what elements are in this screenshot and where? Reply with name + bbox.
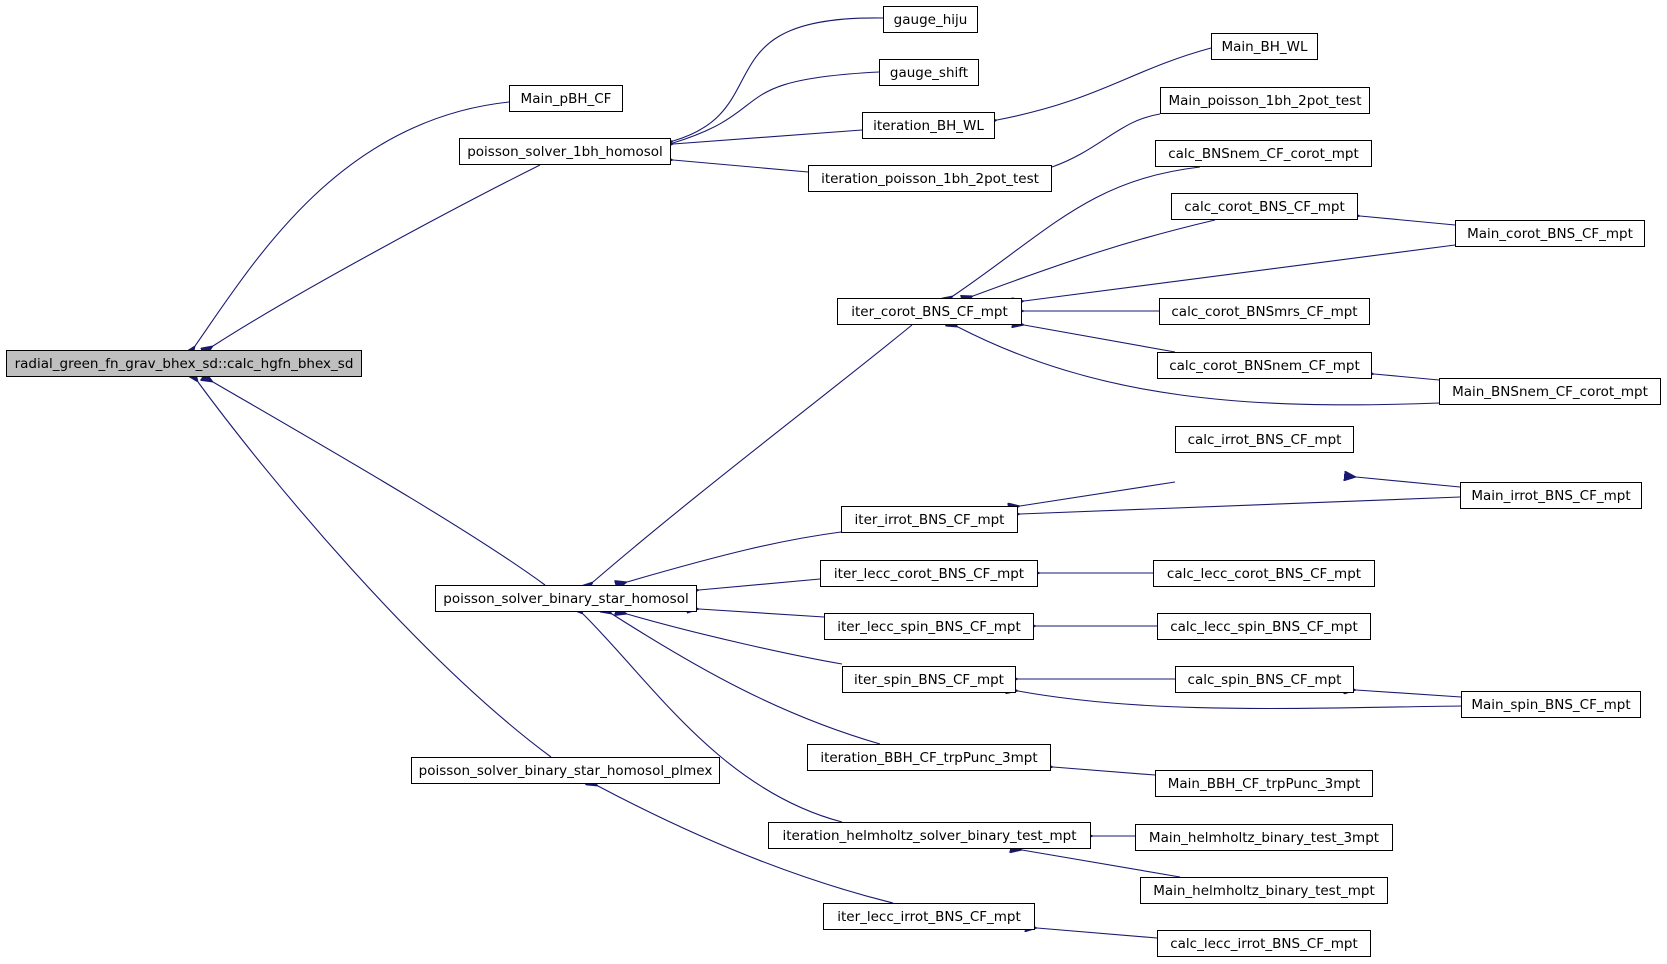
edge-main_spin-to-iter_spin — [1018, 691, 1462, 710]
node-main-bbh[interactable]: Main_BBH_CF_trpPunc_3mpt — [1155, 770, 1373, 797]
node-main-spin[interactable]: Main_spin_BNS_CF_mpt — [1461, 691, 1641, 718]
node-main-irrot[interactable]: Main_irrot_BNS_CF_mpt — [1460, 482, 1642, 509]
edge-poisson_1bh-to-root — [213, 164, 541, 346]
edge-main_spin-to-calc_spin — [1356, 690, 1462, 698]
node-iter-corot[interactable]: iter_corot_BNS_CF_mpt — [837, 298, 1022, 325]
node-root: radial_green_fn_grav_bhex_sd::calc_hgfn_… — [6, 350, 362, 377]
node-poisson-binary-plmex[interactable]: poisson_solver_binary_star_homosol_plmex — [411, 757, 720, 784]
node-iteration-helmholtz[interactable]: iteration_helmholtz_solver_binary_test_m… — [768, 822, 1091, 849]
edge-iter_spin-to-poisson_binary — [627, 614, 843, 665]
node-calc-irrot[interactable]: calc_irrot_BNS_CF_mpt — [1175, 426, 1354, 453]
edge-poisson_binary-to-root — [213, 382, 546, 586]
edge-main_corot-to-iter_corot — [1024, 244, 1456, 301]
edge-iter_lecc_irrot-to-poisson_binary_plmex — [598, 786, 894, 904]
node-main-bh-wl[interactable]: Main_BH_WL — [1211, 33, 1318, 60]
edge-iter_lecc_corot-to-poisson_binary — [699, 578, 821, 590]
edge-layer — [195, 17, 1462, 939]
edge-main_bnsnem-to-calc_corot_bnsnem — [1374, 374, 1440, 381]
node-poisson-1bh[interactable]: poisson_solver_1bh_homosol — [459, 138, 671, 165]
node-gauge-hiju[interactable]: gauge_hiju — [883, 6, 978, 33]
node-calc-corot-bnsnem[interactable]: calc_corot_BNSnem_CF_mpt — [1157, 352, 1372, 379]
edge-calc_irrot-to-iter_irrot — [1020, 481, 1176, 506]
node-main-helm-3mpt[interactable]: Main_helmholtz_binary_test_3mpt — [1135, 824, 1393, 851]
node-iter-spin[interactable]: iter_spin_BNS_CF_mpt — [842, 666, 1016, 693]
node-poisson-binary[interactable]: poisson_solver_binary_star_homosol — [435, 585, 697, 612]
node-iteration-poisson-1bh[interactable]: iteration_poisson_1bh_2pot_test — [808, 165, 1052, 192]
node-iter-lecc-spin[interactable]: iter_lecc_spin_BNS_CF_mpt — [824, 613, 1034, 640]
edge-main_corot-to-calc_corot — [1360, 216, 1456, 226]
edge-iter_lecc_spin-to-poisson_binary — [699, 609, 825, 618]
edge-gauge_hiju-to-poisson_1bh — [673, 17, 884, 141]
edge-iter_corot-to-poisson_binary — [593, 324, 913, 582]
edge-iteration_bbh-to-poisson_binary — [612, 614, 881, 745]
edge-calc_corot_bnsnem-to-iter_corot — [1024, 325, 1176, 353]
node-main-pbh-cf[interactable]: Main_pBH_CF — [509, 85, 623, 112]
edge-iteration_helmholtz-to-poisson_binary — [583, 614, 843, 823]
node-calc-lecc-corot[interactable]: calc_lecc_corot_BNS_CF_mpt — [1153, 560, 1375, 587]
node-main-bnsnem[interactable]: Main_BNSnem_CF_corot_mpt — [1439, 378, 1661, 405]
node-calc-lecc-irrot[interactable]: calc_lecc_irrot_BNS_CF_mpt — [1157, 930, 1371, 957]
edge-main_poisson_1bh-to-iteration_poisson_1bh — [1052, 113, 1161, 167]
node-main-helm-mpt[interactable]: Main_helmholtz_binary_test_mpt — [1140, 877, 1388, 904]
edge-main_bbh-to-iteration_bbh — [1053, 767, 1156, 776]
edge-main_irrot-to-calc_irrot — [1356, 477, 1461, 488]
edge-main_irrot-to-iter_irrot — [1020, 496, 1461, 514]
edge-calc_lecc_irrot-to-iter_lecc_irrot — [1037, 928, 1158, 939]
edge-iteration_poisson_1bh-to-poisson_1bh — [673, 160, 809, 173]
edge-gauge_shift-to-poisson_1bh — [673, 71, 880, 143]
node-main-poisson-1bh[interactable]: Main_poisson_1bh_2pot_test — [1160, 87, 1370, 114]
edge-calc_bnsnem_cf_corot-to-iter_corot — [953, 166, 1201, 296]
edge-main_helm_mpt-to-iteration_helmholtz — [1022, 850, 1181, 878]
edge-poisson_binary_plmex-to-root — [198, 382, 552, 758]
node-gauge-shift[interactable]: gauge_shift — [879, 59, 979, 86]
edge-iteration_bh_wl-to-poisson_1bh — [673, 129, 863, 144]
node-iter-irrot[interactable]: iter_irrot_BNS_CF_mpt — [841, 506, 1018, 533]
node-calc-lecc-spin[interactable]: calc_lecc_spin_BNS_CF_mpt — [1157, 613, 1371, 640]
node-iteration-bbh[interactable]: iteration_BBH_CF_trpPunc_3mpt — [807, 744, 1051, 771]
node-calc-bnsnem-cf-corot[interactable]: calc_BNSnem_CF_corot_mpt — [1155, 140, 1372, 167]
node-iteration-bh-wl[interactable]: iteration_BH_WL — [862, 112, 995, 139]
node-calc-corot-bnsmrs[interactable]: calc_corot_BNSmrs_CF_mpt — [1159, 298, 1370, 325]
node-iter-lecc-irrot[interactable]: iter_lecc_irrot_BNS_CF_mpt — [823, 903, 1035, 930]
edge-calc_corot-to-iter_corot — [973, 219, 1216, 296]
node-calc-spin[interactable]: calc_spin_BNS_CF_mpt — [1175, 666, 1354, 693]
node-calc-corot[interactable]: calc_corot_BNS_CF_mpt — [1171, 193, 1358, 220]
node-main-corot[interactable]: Main_corot_BNS_CF_mpt — [1455, 220, 1645, 247]
edge-main_bnsnem-to-iter_corot — [958, 327, 1440, 406]
edge-main_pbh_cf-to-root — [195, 101, 510, 346]
edge-iter_irrot-to-poisson_binary — [627, 531, 842, 582]
node-iter-lecc-corot[interactable]: iter_lecc_corot_BNS_CF_mpt — [820, 560, 1038, 587]
edge-main_bh_wl-to-iteration_bh_wl — [997, 47, 1212, 120]
